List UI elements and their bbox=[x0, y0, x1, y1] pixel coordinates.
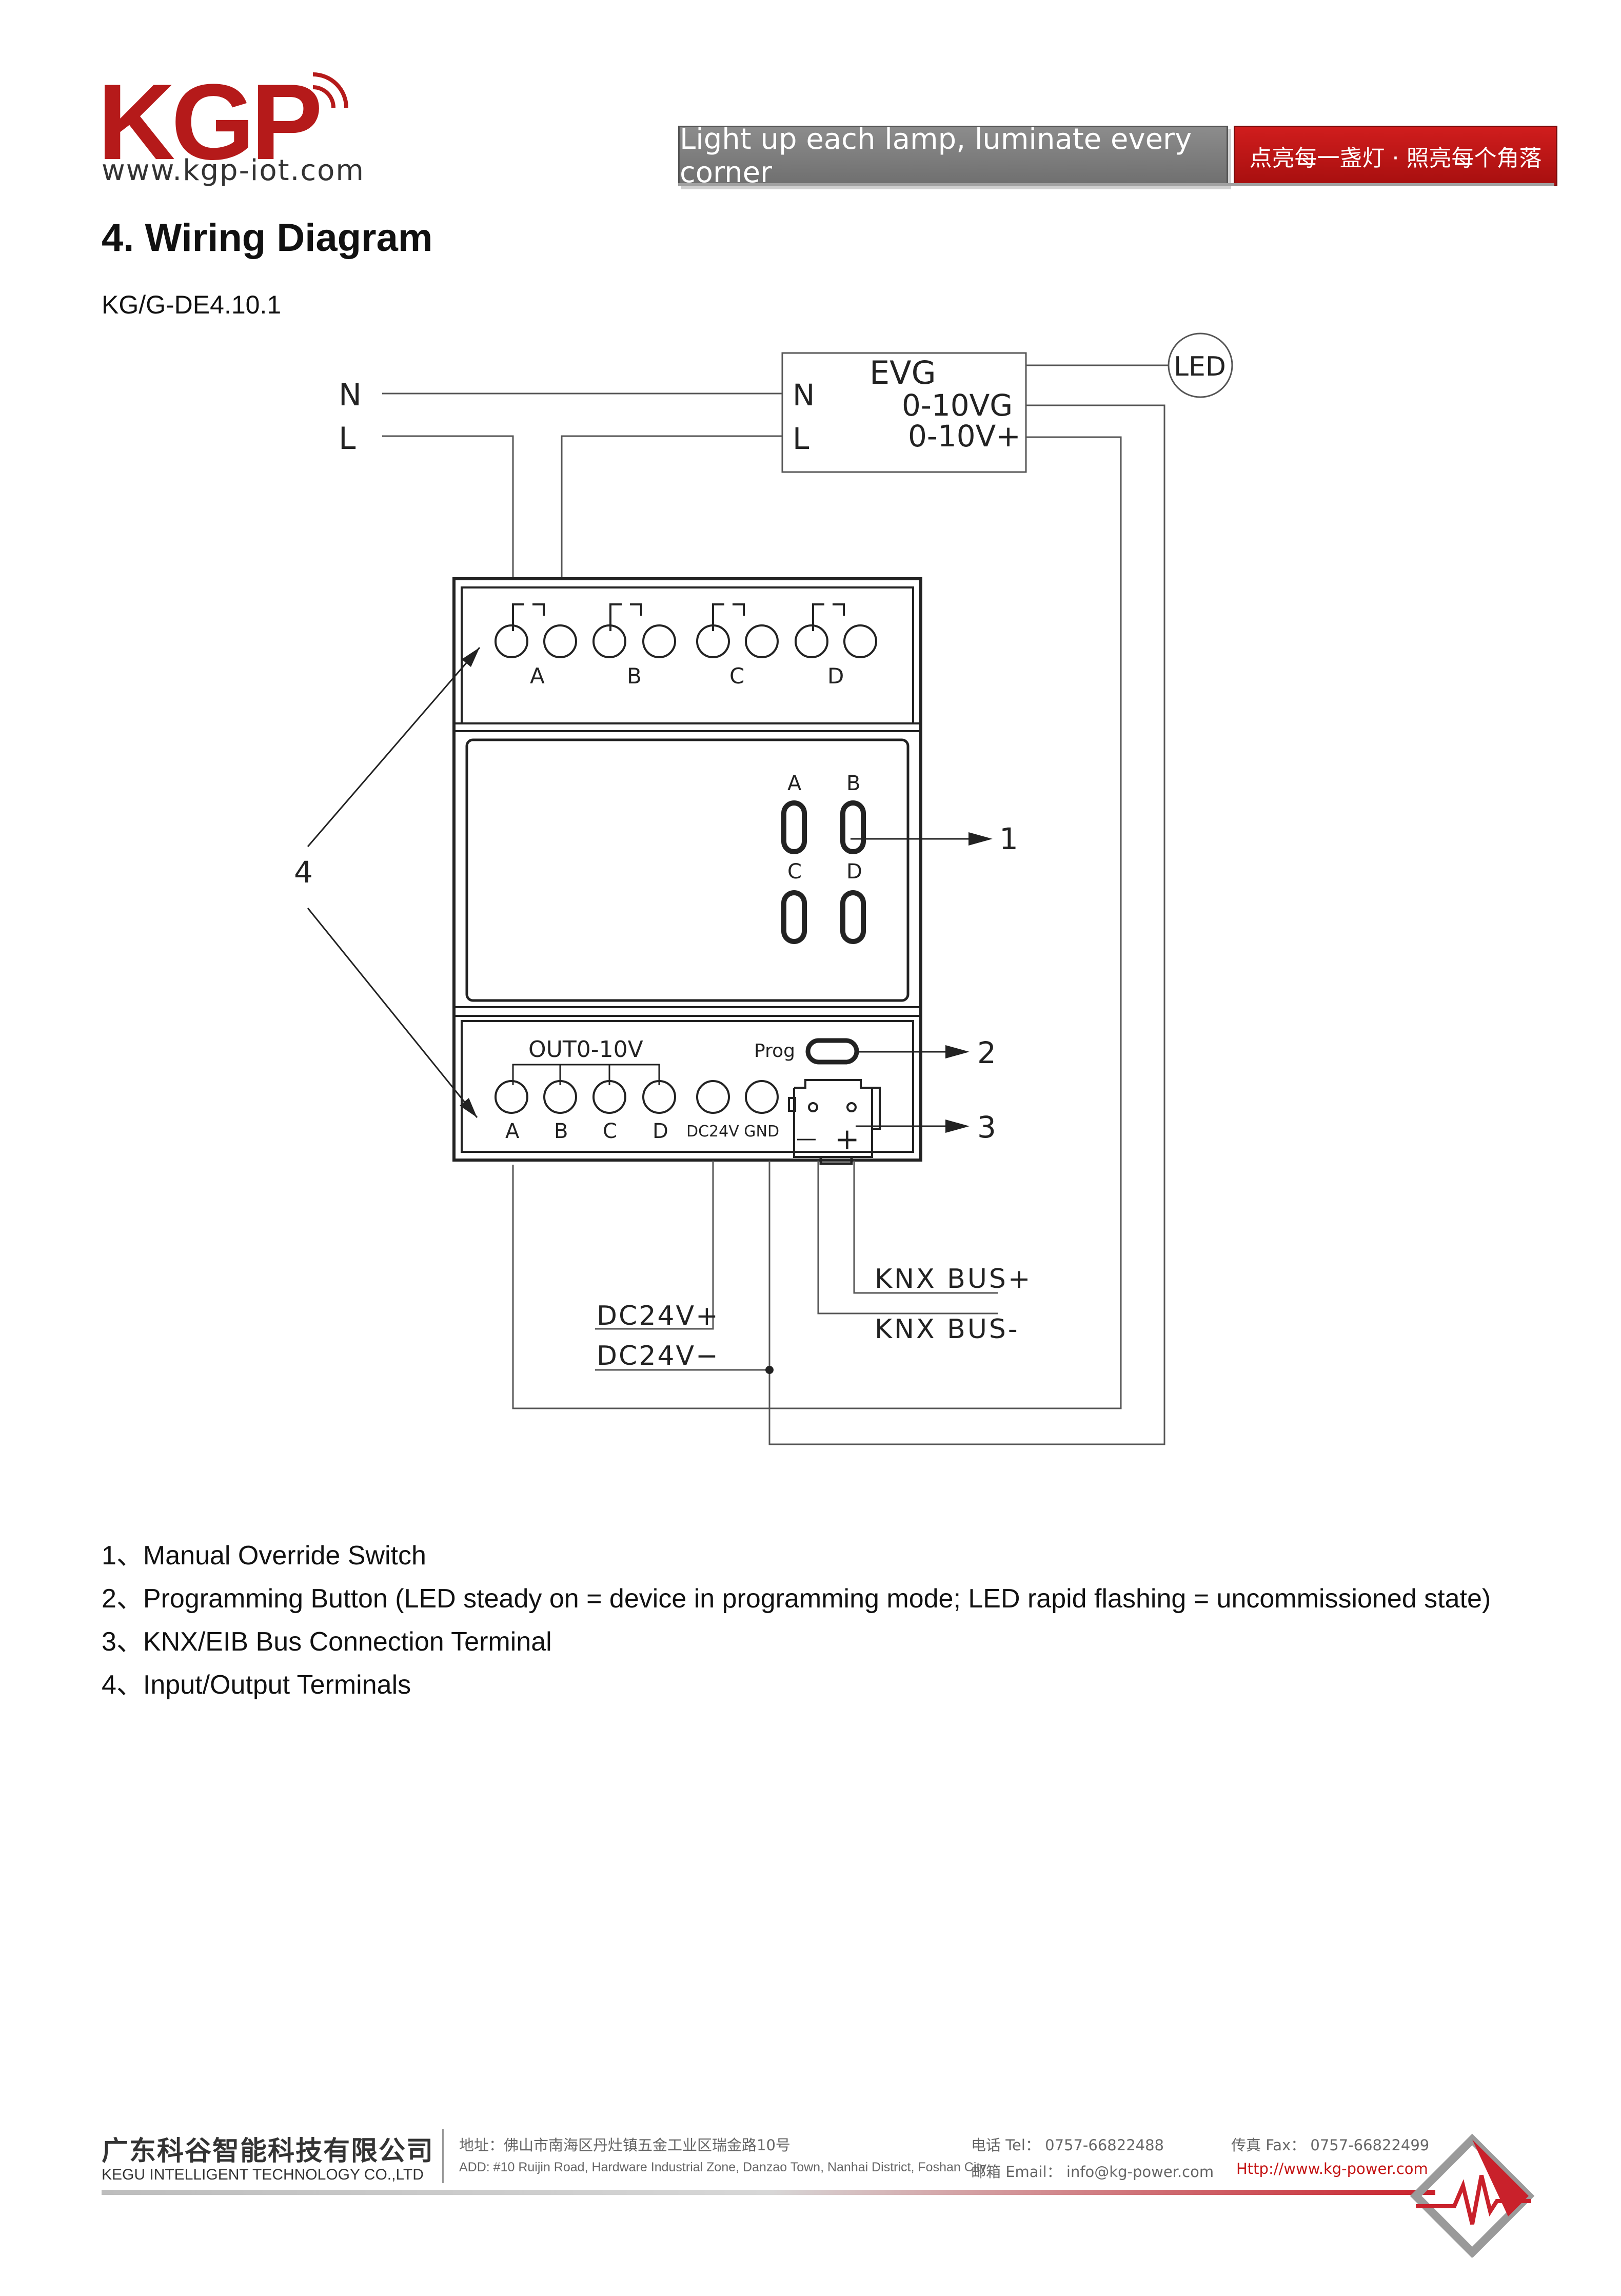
footer-company-en: KEGU INTELLIGENT TECHNOLOGY CO.,LTD bbox=[102, 2166, 424, 2183]
relay-label-d: D bbox=[827, 663, 844, 689]
footer-tel: 电话 Tel： 0757-66822488 bbox=[971, 2136, 1164, 2154]
callout-4: 4 bbox=[294, 855, 313, 890]
legend-item: 3、KNX/EIB Bus Connection Terminal bbox=[102, 1627, 552, 1657]
switch-d[interactable] bbox=[840, 890, 866, 944]
switch-digit-c: 0 bbox=[794, 917, 795, 918]
din-module bbox=[452, 577, 922, 1162]
dc24v-plus-label: DC24V+ bbox=[597, 1301, 720, 1331]
switch-digit-a: 0 bbox=[794, 828, 795, 829]
led-load: LED bbox=[1026, 332, 1233, 398]
switch-label-b: B bbox=[846, 772, 860, 795]
out-terminal bbox=[592, 1080, 626, 1114]
wiring-diagram: N L EVG N L 0-10VG 0-10V+ LED bbox=[294, 332, 1233, 1445]
slogan-cn: 点亮每一盏灯 · 照亮每个角落 bbox=[1249, 145, 1542, 171]
prog-button[interactable] bbox=[805, 1038, 859, 1065]
logo-url: www.kgp-iot.com bbox=[102, 154, 365, 187]
knx-bus-plus-label: KNX BUS+ bbox=[875, 1264, 1032, 1294]
relay-terminal bbox=[745, 624, 779, 658]
switch-label-c: C bbox=[787, 860, 802, 884]
legend-item: 2、Programming Button (LED steady on = de… bbox=[102, 1584, 1491, 1614]
bus-plus-symbol: + bbox=[835, 1122, 860, 1156]
evg-0-10vg-label: 0-10VG bbox=[902, 388, 1013, 423]
evg-title: EVG bbox=[869, 354, 936, 391]
mains-n-label: N bbox=[339, 377, 362, 413]
bottom-terminals: OUT0-10V Prog A B C D DC24V GND bbox=[495, 1036, 859, 1143]
header-divider bbox=[678, 183, 1554, 186]
slogan-banner-en: Light up each lamp, luminate every corne… bbox=[678, 123, 1228, 189]
footer-fax: 传真 Fax： 0757-66822499 bbox=[1231, 2136, 1430, 2154]
mains-wires bbox=[382, 393, 782, 579]
power-terminal bbox=[745, 1080, 779, 1114]
model-number: KG/G-DE4.10.1 bbox=[102, 290, 282, 319]
callouts: 1 2 3 4 bbox=[294, 647, 1018, 1145]
prog-label: Prog bbox=[754, 1041, 795, 1062]
lower-wires bbox=[595, 1161, 998, 1371]
callout-2: 2 bbox=[977, 1035, 996, 1070]
logo-text: KGP bbox=[97, 67, 319, 182]
evg-0-10vplus-label: 0-10V+ bbox=[908, 419, 1021, 454]
evg-ballast: EVG N L 0-10VG 0-10V+ bbox=[781, 352, 1027, 473]
slogan-en: Light up each lamp, luminate every corne… bbox=[680, 123, 1192, 189]
relay-label-b: B bbox=[627, 663, 642, 689]
relay-terminals: A B C D bbox=[495, 603, 877, 689]
switch-digit-d: 0 bbox=[853, 917, 854, 918]
switch-label-a: A bbox=[787, 772, 802, 795]
evg-n-label: N bbox=[793, 378, 815, 413]
evg-l-label: L bbox=[793, 421, 809, 456]
bus-minus-symbol: — bbox=[796, 1127, 817, 1150]
footer-address-en: ADD: #10 Ruijin Road, Hardware Industria… bbox=[459, 2160, 986, 2174]
slogan-banner-cn: 点亮每一盏灯 · 照亮每个角落 bbox=[1234, 126, 1557, 186]
legend-list: 1、Manual Override Switch 2、Programming B… bbox=[102, 1534, 1538, 1706]
out-terminal bbox=[642, 1080, 676, 1114]
out-terminal bbox=[495, 1080, 528, 1114]
footer-address-cn: 地址：佛山市南海区丹灶镇五金工业区瑞金路10号 bbox=[459, 2136, 790, 2154]
knx-bus-connector: — + bbox=[788, 1079, 881, 1165]
out-label-a: A bbox=[505, 1120, 520, 1143]
footer-website-link[interactable]: Http://www.kg-power.com bbox=[1236, 2160, 1428, 2177]
dim-wires bbox=[512, 404, 1165, 1445]
relay-label-c: C bbox=[729, 663, 744, 689]
mains-l-label: L bbox=[339, 421, 356, 457]
out-label-b: B bbox=[554, 1120, 568, 1143]
manual-override-switches: A B C D 0 0 0 0 bbox=[781, 772, 866, 944]
switch-c[interactable] bbox=[781, 890, 807, 944]
relay-terminal bbox=[543, 624, 577, 658]
relay-terminal bbox=[642, 624, 676, 658]
out-label-d: D bbox=[653, 1120, 668, 1143]
out-terminal bbox=[543, 1080, 577, 1114]
junction-dot bbox=[765, 1366, 774, 1374]
section-title: 4. Wiring Diagram bbox=[102, 216, 433, 260]
switch-a[interactable] bbox=[781, 800, 807, 854]
footer-rule bbox=[102, 2190, 1435, 2195]
switch-label-d: D bbox=[846, 860, 862, 884]
legend-item: 1、Manual Override Switch bbox=[102, 1541, 426, 1571]
callout-1: 1 bbox=[999, 821, 1018, 856]
relay-terminal bbox=[592, 624, 626, 658]
led-label: LED bbox=[1174, 351, 1226, 382]
footer-company-cn: 广东科谷智能科技有限公司 bbox=[102, 2136, 434, 2167]
relay-terminal bbox=[495, 624, 528, 658]
power-terminal-labels: DC24V GND bbox=[686, 1123, 779, 1141]
callout-3: 3 bbox=[977, 1110, 996, 1145]
relay-terminal bbox=[843, 624, 877, 658]
knx-bus-minus-label: KNX BUS- bbox=[875, 1314, 1020, 1345]
out-label-c: C bbox=[603, 1120, 617, 1143]
footer-email: 邮箱 Email： info@kg-power.com bbox=[971, 2163, 1214, 2181]
footer-pulse-emblem-icon bbox=[1410, 2133, 1535, 2258]
legend-item: 4、Input/Output Terminals bbox=[102, 1670, 411, 1700]
relay-terminal bbox=[795, 624, 828, 658]
kgp-logo: KGP bbox=[97, 67, 348, 182]
dc24v-minus-label: DC24V− bbox=[597, 1341, 720, 1371]
switch-digit-b: 0 bbox=[853, 828, 854, 829]
footer-divider bbox=[442, 2129, 444, 2183]
power-terminal bbox=[696, 1080, 730, 1114]
switch-b[interactable] bbox=[840, 800, 866, 854]
relay-label-a: A bbox=[530, 663, 545, 689]
out-0-10v-label: OUT0-10V bbox=[528, 1036, 643, 1063]
relay-terminal bbox=[696, 624, 730, 658]
